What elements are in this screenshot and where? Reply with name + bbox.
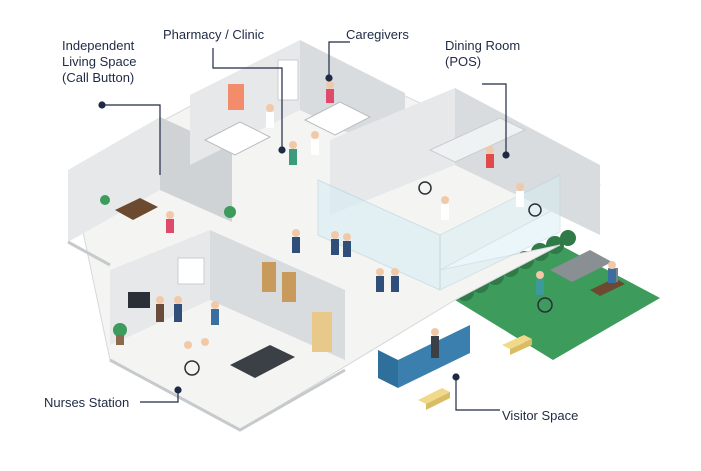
pharmacy-shelf — [277, 59, 299, 101]
wooden-door-right — [282, 272, 296, 302]
reception-desk-front — [378, 350, 398, 388]
callout-line-visitor — [455, 377, 500, 411]
callout-line-caregivers — [328, 41, 350, 78]
label-independent-living: Independent Living Space (Call Button) — [62, 38, 137, 85]
people-figures — [156, 81, 616, 376]
floor-edge-left — [67, 240, 111, 267]
label-nurses-station: Nurses Station — [44, 395, 130, 410]
clinic-bed-2 — [303, 101, 372, 136]
callout-lines — [98, 41, 510, 411]
wall-shelf — [177, 257, 205, 285]
pos-counter — [428, 117, 527, 163]
label-pharmacy-clinic: Pharmacy / Clinic — [163, 27, 265, 42]
reception-desk-top — [378, 315, 470, 360]
wall-left-room — [68, 117, 160, 242]
label-dining-room: Dining Room (POS) — [445, 38, 521, 69]
wooden-door-left — [262, 262, 276, 292]
bookshelf — [312, 312, 332, 352]
potted-plant — [100, 195, 236, 345]
clinic-bed-1 — [203, 121, 272, 156]
label-visitor-space: Visitor Space — [502, 408, 579, 423]
bench-outside — [502, 335, 532, 355]
tv-screen — [128, 292, 150, 308]
floor-edge-front — [109, 358, 346, 432]
wall-dining — [330, 88, 455, 215]
callout-line-dining — [482, 83, 507, 155]
wall-activity-room — [210, 230, 345, 360]
table-left-room — [115, 198, 158, 220]
bench-visitor — [418, 388, 450, 410]
callout-line-nurses — [140, 390, 179, 403]
callout-line-independent — [102, 104, 161, 175]
label-caregivers: Caregivers — [346, 27, 409, 42]
callout-line-pharmacy — [212, 48, 283, 150]
garden-planter — [550, 250, 612, 282]
dining-table-nurses — [230, 345, 295, 378]
window-pharmacy — [228, 84, 244, 110]
